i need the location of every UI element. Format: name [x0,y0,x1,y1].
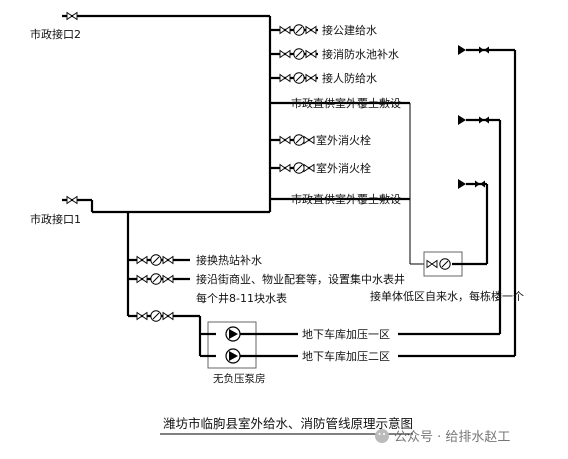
valve-icon [479,46,489,54]
valve-icon [162,275,174,283]
water-meter-icon [150,254,162,266]
valve-icon [136,275,148,283]
valve-icon [162,256,174,264]
water-meter-icon [293,162,305,174]
valve-icon [279,164,291,172]
valve-icon [305,50,317,58]
zone-label: 地下车库加压一区 [302,327,390,341]
branch-label: 市政直供室外覆土敷设 [291,192,401,206]
valve-icon [162,312,174,320]
inlet-2-main: 市政接口2 [30,12,272,212]
valve-icon [136,256,148,264]
water-meter-icon [439,258,451,270]
title-text: 潍坊市临朐县室外给水、消防管线原理示意图 [163,416,413,431]
water-meter-icon [150,310,162,322]
water-meter-icon [293,134,305,146]
outlet-icon [458,45,466,55]
branch-label: 室外消火栓 [316,133,371,147]
branch-note: 每个井8-11块水表 [196,291,287,305]
valve-icon [279,74,291,82]
diagram-title: 潍坊市临朐县室外给水、消防管线原理示意图 [160,416,413,435]
valve-icon [305,26,317,34]
lower-branches: 接换热站补水 接沿街商业、物业配套等，设置集中水表井 每个井8-11块水表 [128,253,405,356]
pump-room-label: 无负压泵房 [213,372,266,385]
water-meter-icon [293,72,305,84]
outlet-icon [458,179,466,189]
upper-branches: 接公建给水 接消防水池补水 接人防给水 市政直供室外覆土敷设 室外消火栓 室外消… [270,23,410,206]
branch-label: 接消防水池补水 [322,47,399,61]
outlet-icon [458,115,466,125]
pump-icon [225,326,241,342]
zone-label: 地下车库加压二区 [302,349,390,363]
branch-label: 接换热站补水 [196,253,262,267]
valve-icon [479,116,489,124]
branch-label: 接沿街商业、物业配套等，设置集中水表井 [196,272,405,286]
pump-room-box [207,321,257,369]
inlet-1-label: 市政接口1 [30,212,81,226]
water-meter-icon [293,24,305,36]
inlet-1-valve-icon [66,196,78,204]
pressure-zone-risers: 地下车库加压一区 地下车库加压二区 [302,45,517,363]
pump-room: 无负压泵房 [200,321,298,385]
building-note: 接单体低区自来水，每栋楼一个 [370,289,524,303]
valve-icon [305,74,317,82]
inlet-1-main: 市政接口1 [30,196,270,316]
water-meter-icon [150,273,162,285]
valve-icon [426,260,438,268]
valve-icon [279,26,291,34]
pump-icon [225,348,241,364]
water-meter-icon [293,48,305,60]
watermark: 公众号 · 给排水赵工 [375,429,510,445]
valve-icon [279,136,291,144]
inlet-2-label: 市政接口2 [30,27,81,41]
branch-label: 室外消火栓 [316,161,371,175]
valve-icon [279,50,291,58]
valve-icon [136,312,148,320]
inlet-2-valve-icon [66,12,78,20]
building-supply: 接单体低区自来水，每栋楼一个 [370,103,524,303]
hydrant-valve-icon [303,164,315,172]
branch-label: 接公建给水 [322,23,377,37]
hydrant-valve-icon [303,136,315,144]
watermark-text: 公众号 · 给排水赵工 [394,430,510,445]
branch-label: 接人防给水 [322,71,377,85]
wechat-icon [375,429,389,443]
valve-icon [475,180,485,188]
branch-label: 市政直供室外覆土敷设 [291,96,401,110]
